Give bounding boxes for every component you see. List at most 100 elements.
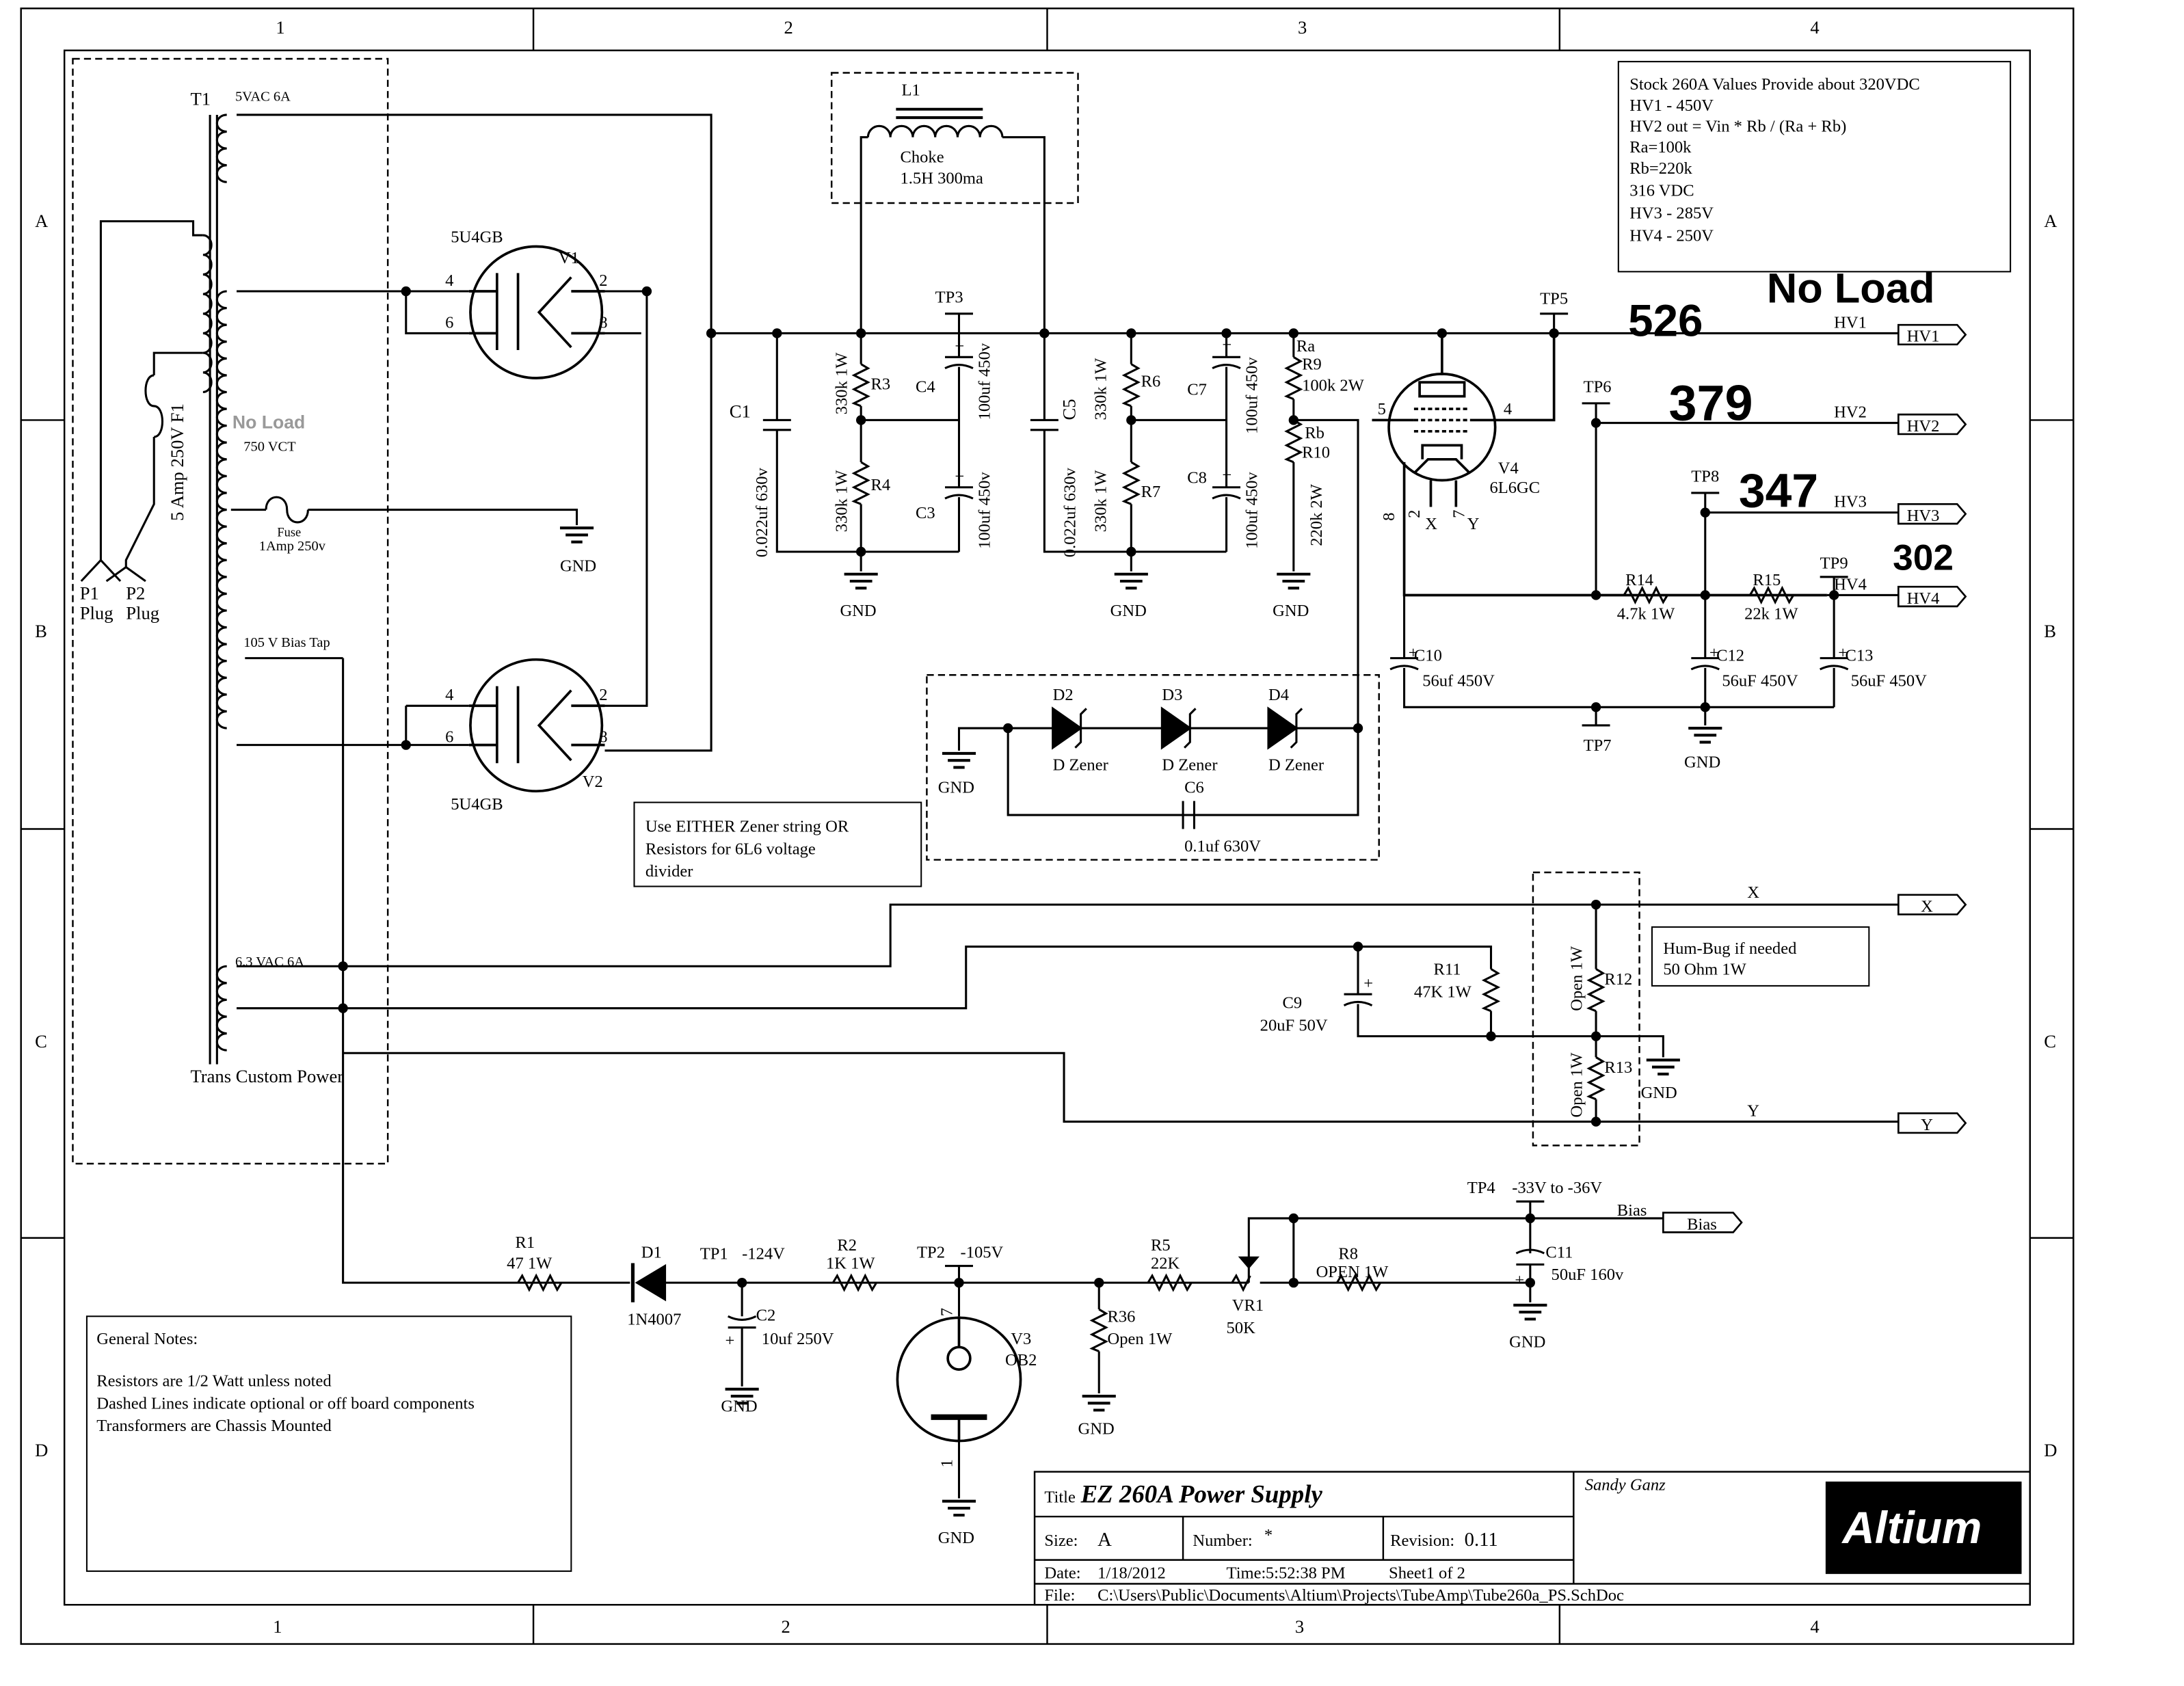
r9-value: 100k 2W (1302, 376, 1365, 394)
gnd-label-humbug: GND (1641, 1084, 1677, 1102)
c3-ref: C3 (916, 504, 935, 522)
c1-ref: C1 (730, 401, 751, 421)
c8-value: 100uf 450v (1243, 472, 1262, 549)
t1-sec-6v-label: 6.3 VAC 6A (235, 954, 304, 969)
date-label: Date: (1044, 1564, 1080, 1582)
r4-ref: R4 (871, 476, 891, 494)
rb-label: Rb (1305, 424, 1324, 442)
v4-pin4: 4 (1504, 400, 1512, 418)
gnd-symbol-stage2 (1115, 574, 1148, 588)
c13-value: 56uF 450V (1851, 672, 1927, 691)
v1-pin2: 2 (599, 271, 607, 290)
d1-ref: D1 (641, 1243, 662, 1261)
r7-ref: R7 (1141, 483, 1161, 501)
tp6-label: TP6 (1584, 377, 1612, 396)
r12-value: Open 1W (1568, 946, 1586, 1011)
col-label-2-bottom: 2 (781, 1616, 790, 1637)
r3-ref: R3 (871, 375, 891, 393)
zener-note-line-3: divider (645, 862, 693, 881)
row-label-b-right: B (2044, 621, 2056, 641)
revision-label: Revision: (1390, 1531, 1454, 1550)
p2-label: P2 (126, 583, 145, 604)
r7-value: 330k 1W (1091, 470, 1110, 533)
v2-type: 5U4GB (451, 795, 503, 814)
stock-note-line-6: 316 VDC (1629, 182, 1694, 200)
stock-note-line-7: HV3 - 285V (1629, 204, 1714, 223)
altium-logo: Altium (1841, 1503, 1982, 1553)
bias-supply (517, 1200, 1664, 1499)
c7-ref: C7 (1187, 381, 1207, 399)
hv-rail-junctions (1549, 328, 1839, 712)
hv4-port: HV4 (1907, 589, 1940, 608)
gnd-symbol-fuse (560, 528, 594, 541)
zener-note-line-2: Resistors for 6L6 voltage (645, 840, 816, 858)
v4-pin5: 5 (1378, 400, 1386, 418)
handwritten-no-load-small: No Load (232, 412, 305, 433)
p2-plug-label: Plug (126, 602, 159, 623)
c11-value: 50uF 160v (1552, 1266, 1624, 1284)
filter-stage-1-junctions (772, 328, 866, 557)
filter-stage-1 (711, 312, 1045, 572)
general-notes-line-2: Dashed Lines indicate optional or off bo… (96, 1394, 475, 1413)
row-label-c-right: C (2044, 1031, 2056, 1052)
humbug-note-line-2: 50 Ohm 1W (1663, 961, 1746, 979)
general-notes-box (85, 1315, 572, 1573)
v4-pin2: 2 (1405, 510, 1424, 518)
humbug-note-box (1651, 926, 1870, 987)
date-value: 1/18/2012 (1097, 1564, 1166, 1582)
title-text: EZ 260A Power Supply (1080, 1480, 1323, 1508)
r6-value: 330k 1W (1091, 358, 1110, 420)
y-port: Y (1921, 1116, 1933, 1134)
handwritten-no-load: No Load (1767, 265, 1935, 312)
general-notes-title: General Notes: (96, 1330, 198, 1348)
time-label: Time: (1227, 1564, 1266, 1582)
stock-note-line-5: Rb=220k (1629, 159, 1692, 178)
handwritten-hv1: 526 (1628, 296, 1703, 346)
tp2-voltage: -105V (961, 1243, 1004, 1261)
svg-text:+: + (955, 337, 964, 356)
v2-pin2: 2 (599, 686, 607, 704)
tp4-label: TP4 (1467, 1179, 1495, 1197)
choke-ref: L1 (902, 81, 920, 99)
col-label-4-bottom: 4 (1810, 1616, 1819, 1637)
x-port: X (1921, 897, 1933, 915)
v2-ref: V2 (583, 773, 603, 791)
zener-note-box (633, 801, 922, 887)
bias-port: Bias (1687, 1215, 1717, 1233)
col-label-1-bottom: 1 (273, 1616, 282, 1637)
number-label: Number: (1193, 1531, 1252, 1550)
t1-sec-5v-label: 5VAC 6A (235, 89, 291, 104)
c9-value: 20uF 50V (1260, 1016, 1328, 1034)
hv1-net-label: HV1 (1834, 313, 1867, 332)
d3-ref: D3 (1162, 686, 1182, 704)
r2-value: 1K 1W (826, 1255, 875, 1273)
col-label-3-top: 3 (1298, 17, 1307, 38)
c11-ref: C11 (1545, 1243, 1573, 1261)
gnd-label-stage2: GND (1110, 602, 1147, 620)
author-text: Sandy Ganz (1585, 1475, 1666, 1494)
c6-value: 0.1uf 630V (1184, 837, 1261, 855)
zener-dashed-box (926, 673, 1380, 861)
stock-note-line-8: HV4 - 250V (1629, 226, 1714, 245)
choke-value: 1.5H 300ma (901, 169, 984, 187)
f1-label: 5 Amp 250V F1 (167, 403, 187, 521)
rectifier-tube-v1 (468, 245, 605, 379)
c1-value: 0.022uf 630v (753, 467, 771, 557)
r1-ref: R1 (515, 1233, 535, 1252)
d4-type: D Zener (1268, 755, 1324, 774)
r9-ref: R9 (1302, 356, 1322, 374)
sheet-value: Sheet1 of 2 (1389, 1564, 1465, 1582)
c10-value: 56uf 450V (1422, 672, 1495, 691)
regulator-tube-v4 (1372, 333, 1827, 597)
v3-pin1: 1 (937, 1459, 956, 1467)
v2-pin6: 6 (445, 728, 453, 747)
v4-pin7: 7 (1450, 510, 1469, 518)
v3-ref: V3 (1011, 1330, 1031, 1348)
row-label-a-right: A (2044, 211, 2058, 231)
r36-ref: R36 (1108, 1307, 1136, 1326)
vr1-ref: VR1 (1232, 1296, 1264, 1315)
rectifier-junctions (338, 286, 717, 1013)
svg-text:+: + (725, 1331, 735, 1350)
d2-ref: D2 (1053, 686, 1074, 704)
gnd-symbol-c11 (1513, 1305, 1547, 1319)
